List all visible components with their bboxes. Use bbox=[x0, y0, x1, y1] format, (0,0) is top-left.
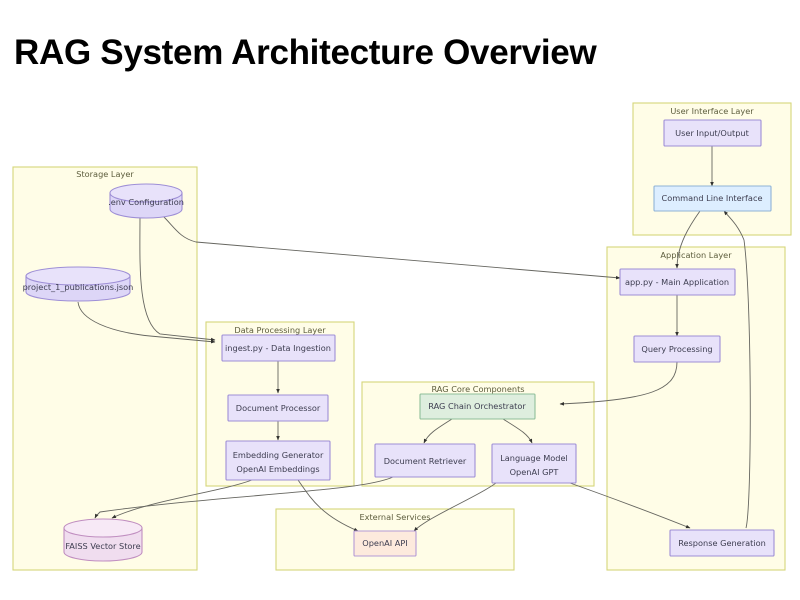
cluster-user-interface-layer-label: User Interface Layer bbox=[670, 106, 754, 116]
edge-response-generation-to-cli bbox=[723, 210, 751, 529]
node-query-processing-label: Query Processing bbox=[641, 344, 712, 354]
node-env-configuration-label: .env Configuration bbox=[108, 197, 184, 207]
node-rag-chain-orchestrator[interactable]: RAG Chain Orchestrator bbox=[419, 393, 536, 420]
edge-embedding-generator-to-openai-api bbox=[297, 479, 359, 532]
node-faiss-vector-store[interactable]: FAISS Vector Store bbox=[63, 518, 143, 562]
node-document-processor[interactable]: Document Processor bbox=[227, 394, 329, 422]
node-project-publications-json[interactable]: project_1_publications.json bbox=[23, 266, 134, 302]
node-document-retriever[interactable]: Document Retriever bbox=[374, 443, 476, 478]
edge-query-processing-to-rag-chain bbox=[559, 361, 678, 406]
node-env-configuration[interactable]: .env Configuration bbox=[108, 183, 184, 219]
edge-rag-chain-to-language-model bbox=[502, 418, 533, 444]
edge-layer bbox=[77, 146, 751, 532]
edge-publications-json-to-ingest-py bbox=[77, 301, 216, 344]
node-document-processor-label: Document Processor bbox=[236, 403, 321, 413]
node-ingest-py-data-ingestion-label: ingest.py - Data Ingestion bbox=[225, 343, 331, 353]
cluster-external-services-label: External Services bbox=[359, 512, 430, 522]
cluster-data-processing-layer-label: Data Processing Layer bbox=[234, 325, 326, 335]
node-document-retriever-label: Document Retriever bbox=[384, 456, 467, 466]
node-faiss-vector-store-label: FAISS Vector Store bbox=[65, 541, 140, 551]
cluster-application-layer-label: Application Layer bbox=[660, 250, 732, 260]
node-embedding-generator-label-line1: Embedding Generator bbox=[233, 450, 324, 460]
edge-cli-to-app-py bbox=[675, 210, 701, 269]
node-language-model-label-line2: OpenAI GPT bbox=[510, 467, 560, 477]
node-user-input-output-label: User Input/Output bbox=[675, 128, 749, 138]
edge-env-config-to-ingest-py bbox=[139, 215, 216, 342]
edge-env-config-to-app-py bbox=[162, 215, 621, 280]
cluster-application-layer: Application Layer bbox=[606, 246, 786, 571]
node-language-model-label-line1: Language Model bbox=[500, 453, 568, 463]
page-title: RAG System Architecture Overview bbox=[14, 33, 597, 72]
node-response-generation-label: Response Generation bbox=[678, 538, 766, 548]
node-command-line-interface-label: Command Line Interface bbox=[661, 193, 762, 203]
node-project-publications-json-label: project_1_publications.json bbox=[23, 282, 134, 292]
node-openai-api[interactable]: OpenAI API bbox=[353, 530, 417, 557]
cluster-storage-layer-label: Storage Layer bbox=[76, 169, 134, 179]
node-embedding-generator[interactable]: Embedding Generator OpenAI Embeddings bbox=[225, 440, 331, 481]
node-openai-api-label: OpenAI API bbox=[362, 538, 407, 548]
node-app-py-main-application[interactable]: app.py - Main Application bbox=[619, 268, 736, 296]
node-embedding-generator-label-line2: OpenAI Embeddings bbox=[236, 464, 319, 474]
edge-document-retriever-to-faiss-store bbox=[94, 476, 394, 519]
cluster-rag-core-components-label: RAG Core Components bbox=[431, 384, 524, 394]
node-rag-chain-orchestrator-label: RAG Chain Orchestrator bbox=[428, 401, 526, 411]
node-ingest-py-data-ingestion[interactable]: ingest.py - Data Ingestion bbox=[221, 334, 336, 362]
node-query-processing[interactable]: Query Processing bbox=[633, 335, 721, 363]
node-command-line-interface[interactable]: Command Line Interface bbox=[653, 185, 772, 212]
cluster-storage-layer: Storage Layer bbox=[12, 166, 198, 571]
edge-embedding-generator-to-faiss-store bbox=[111, 479, 253, 519]
node-language-model-openai-gpt[interactable]: Language Model OpenAI GPT bbox=[491, 443, 577, 484]
node-app-py-main-application-label: app.py - Main Application bbox=[625, 277, 729, 287]
node-response-generation[interactable]: Response Generation bbox=[669, 529, 775, 557]
edge-rag-chain-to-document-retriever bbox=[423, 418, 453, 444]
node-user-input-output[interactable]: User Input/Output bbox=[663, 119, 762, 147]
